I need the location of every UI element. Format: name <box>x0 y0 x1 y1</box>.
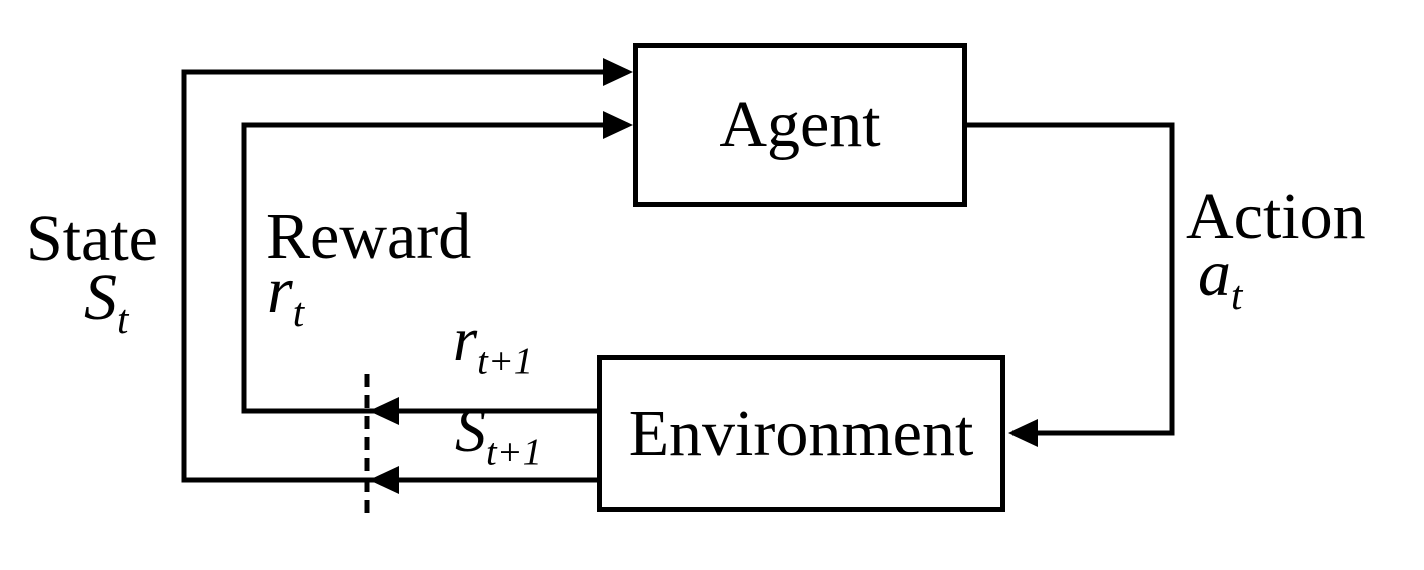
state-loop-line <box>181 69 628 483</box>
state-symbol: St <box>84 265 128 341</box>
reward-next-arrowhead <box>369 397 399 425</box>
state-next-symbol: St+1 <box>455 397 542 472</box>
state-label: State <box>26 202 158 275</box>
reward-loop-line <box>241 122 628 414</box>
state-next-arrowhead <box>369 466 399 494</box>
action-symbol-base: a <box>1198 237 1231 310</box>
reward-next-symbol-subscript: t+1 <box>477 340 533 383</box>
state-next-symbol-subscript: t+1 <box>486 431 542 474</box>
environment-label: Environment <box>628 396 974 470</box>
agent-box: Agent <box>633 43 967 207</box>
state-into-agent-arrowhead <box>603 58 633 86</box>
environment-box: Environment <box>597 355 1005 512</box>
reward-symbol: rt <box>267 258 304 334</box>
action-symbol: at <box>1198 241 1242 317</box>
state-next-symbol-base: S <box>455 397 486 465</box>
reward-into-agent-arrowhead <box>603 111 633 139</box>
reward-symbol-subscript: t <box>292 290 305 336</box>
state-symbol-subscript: t <box>117 297 129 343</box>
reward-symbol-base: r <box>267 254 293 327</box>
agent-label: Agent <box>719 88 881 161</box>
action-symbol-subscript: t <box>1231 273 1243 319</box>
action-loop-line <box>965 122 1175 436</box>
action-into-environment-arrowhead <box>1008 419 1038 447</box>
reward-next-symbol: rt+1 <box>453 306 533 381</box>
action-label: Action <box>1186 180 1366 253</box>
reward-label: Reward <box>266 200 472 273</box>
state-symbol-base: S <box>84 261 117 334</box>
reward-next-symbol-base: r <box>453 306 478 374</box>
